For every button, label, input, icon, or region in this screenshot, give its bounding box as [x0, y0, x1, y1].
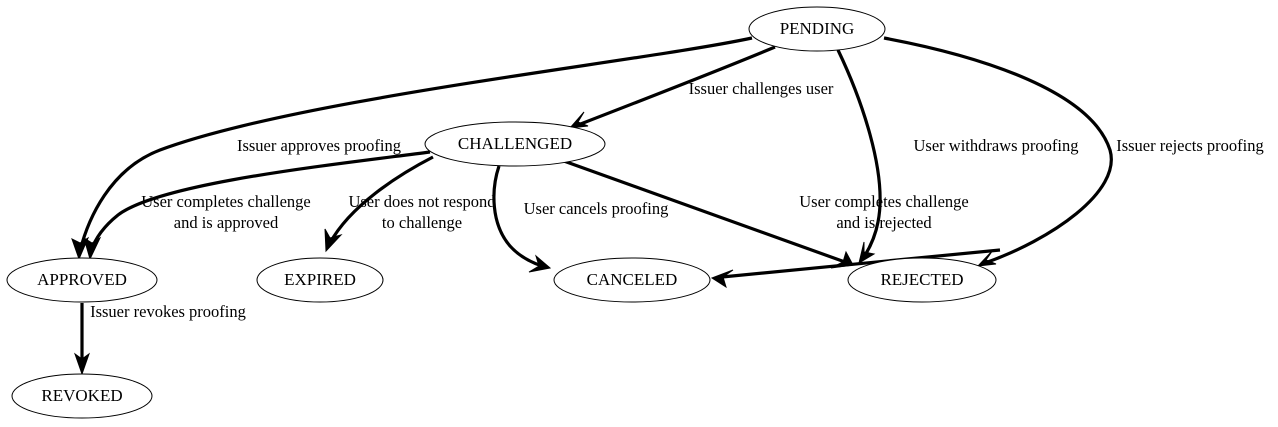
- edge-challenged-rejected-path: [560, 158, 846, 264]
- edge-approved-revoked-arrowhead: [74, 352, 90, 376]
- node-pending-label: PENDING: [780, 19, 855, 38]
- node-challenged-label: CHALLENGED: [458, 134, 572, 153]
- node-expired-ellipse: [256, 257, 384, 303]
- edge-pending-approved-path: [78, 36, 753, 252]
- edge-pending-challenged-label: Issuer challenges user: [689, 79, 834, 98]
- edge-challenged-expired-label-2: to challenge: [382, 213, 462, 232]
- edge-pending-challenged-path: [577, 45, 776, 127]
- node-revoked-label: REVOKED: [41, 386, 122, 405]
- node-rejected-label: REJECTED: [880, 270, 963, 289]
- edge-pending-challenged[interactable]: Issuer challenges user: [568, 45, 834, 129]
- edge-challenged-expired-arrowhead: [324, 228, 343, 253]
- edge-pending-rejected-label: Issuer rejects proofing: [1116, 136, 1264, 155]
- edge-pending-canceled-tail[interactable]: [710, 248, 1001, 289]
- edge-challenged-expired[interactable]: User does not respond to challenge: [324, 155, 496, 253]
- edge-challenged-approved-label-2: and is approved: [174, 213, 279, 232]
- edge-challenged-approved-path: [89, 150, 431, 252]
- edge-challenged-canceled[interactable]: User cancels proofing: [492, 165, 669, 273]
- node-challenged[interactable]: CHALLENGED: [424, 121, 606, 167]
- edge-pending-canceled-tail-arrowhead: [710, 269, 734, 289]
- edge-challenged-expired-label-1: User does not respond: [348, 192, 496, 211]
- node-approved-ellipse: [6, 257, 158, 303]
- node-expired-label: EXPIRED: [284, 270, 356, 289]
- node-approved[interactable]: APPROVED: [6, 257, 158, 303]
- edge-pending-canceled-label: User withdraws proofing: [914, 136, 1079, 155]
- edge-challenged-canceled-path: [492, 165, 543, 268]
- edge-challenged-expired-path: [328, 155, 434, 244]
- edge-challenged-rejected-label-2: and is rejected: [836, 213, 932, 232]
- edge-pending-challenged-arrowhead: [568, 111, 589, 129]
- edge-approved-revoked-label: Issuer revokes proofing: [90, 302, 246, 321]
- edge-pending-approved-arrowhead: [71, 236, 90, 261]
- edge-pending-canceled[interactable]: User withdraws proofing: [836, 49, 1079, 265]
- edge-challenged-canceled-arrowhead: [528, 254, 552, 273]
- edge-pending-canceled-path: [836, 49, 882, 258]
- node-canceled[interactable]: CANCELED: [553, 257, 711, 303]
- edge-pending-canceled-arrowhead: [858, 241, 876, 265]
- node-approved-label: APPROVED: [37, 270, 127, 289]
- node-canceled-label: CANCELED: [587, 270, 678, 289]
- node-expired[interactable]: EXPIRED: [256, 257, 384, 303]
- node-pending[interactable]: PENDING: [748, 6, 886, 52]
- node-revoked-ellipse: [11, 373, 153, 419]
- edge-challenged-rejected-label-1: User completes challenge: [799, 192, 969, 211]
- edge-pending-rejected[interactable]: Issuer rejects proofing: [883, 36, 1264, 267]
- node-challenged-ellipse: [424, 121, 606, 167]
- edge-challenged-approved-arrowhead: [83, 236, 102, 261]
- node-rejected-ellipse: [847, 257, 997, 303]
- edge-challenged-canceled-label: User cancels proofing: [524, 199, 669, 218]
- node-revoked[interactable]: REVOKED: [11, 373, 153, 419]
- node-canceled-ellipse: [553, 257, 711, 303]
- node-rejected[interactable]: REJECTED: [847, 257, 997, 303]
- edge-challenged-approved-label-1: User completes challenge: [141, 192, 311, 211]
- edge-challenged-approved[interactable]: User completes challenge and is approved: [83, 150, 431, 261]
- node-pending-ellipse: [748, 6, 886, 52]
- edge-approved-revoked[interactable]: Issuer revokes proofing: [74, 302, 246, 376]
- edge-pending-canceled-tail-path: [721, 248, 1001, 279]
- edge-pending-approved-label: Issuer approves proofing: [237, 136, 401, 155]
- edge-pending-approved[interactable]: Issuer approves proofing: [71, 36, 753, 261]
- edge-pending-rejected-path: [883, 36, 1113, 265]
- edge-pending-rejected-arrowhead: [976, 249, 997, 267]
